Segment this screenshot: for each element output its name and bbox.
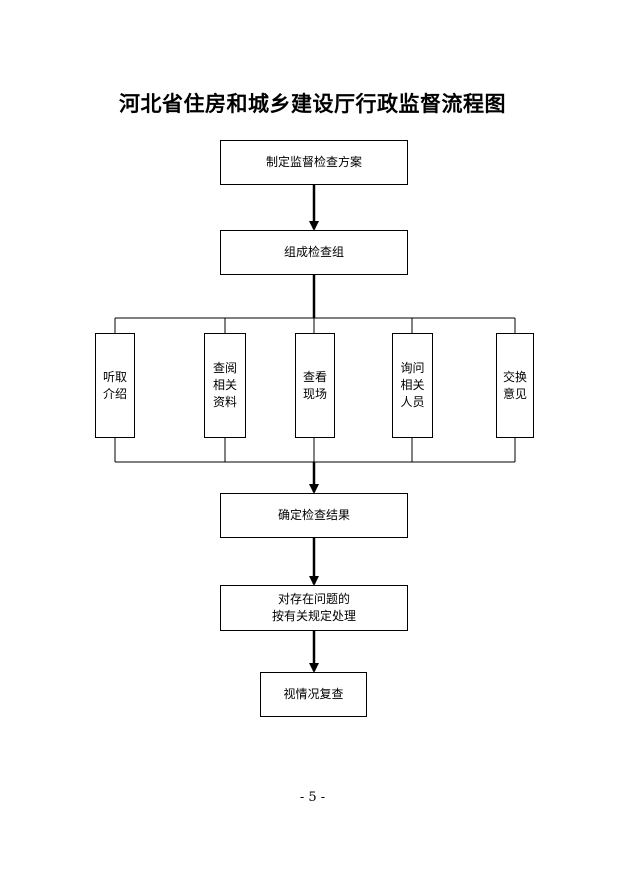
step-label-recheck: 视情况复查 xyxy=(283,687,344,701)
step-box-handle: 对存在问题的 按有关规定处理 xyxy=(220,585,408,631)
branch-label-briefing: 听取 介绍 xyxy=(102,369,127,401)
branch-box-exchange: 交换 意见 xyxy=(496,333,534,438)
step-box-result: 确定检查结果 xyxy=(220,493,408,538)
step-label-result: 确定检查结果 xyxy=(277,508,350,522)
branch-label-documents: 查阅 相关 资料 xyxy=(212,361,237,409)
step-box-recheck: 视情况复查 xyxy=(260,672,367,717)
branch-label-interview: 询问 相关 人员 xyxy=(400,361,425,409)
step-box-plan: 制定监督检查方案 xyxy=(220,140,408,185)
step-label-handle: 对存在问题的 按有关规定处理 xyxy=(271,592,356,623)
page-number: - 5 - xyxy=(299,790,326,805)
branch-box-site: 查看 现场 xyxy=(295,333,335,438)
branch-box-briefing: 听取 介绍 xyxy=(95,333,135,438)
step-box-team: 组成检查组 xyxy=(220,230,408,275)
step-label-plan: 制定监督检查方案 xyxy=(265,155,362,169)
branch-box-documents: 查阅 相关 资料 xyxy=(204,333,246,438)
branch-label-site: 查看 现场 xyxy=(302,369,327,401)
branch-box-interview: 询问 相关 人员 xyxy=(392,333,433,438)
step-label-team: 组成检查组 xyxy=(283,245,344,259)
page-title: 河北省住房和城乡建设厅行政监督流程图 xyxy=(119,91,506,116)
branch-label-exchange: 交换 意见 xyxy=(502,369,527,401)
